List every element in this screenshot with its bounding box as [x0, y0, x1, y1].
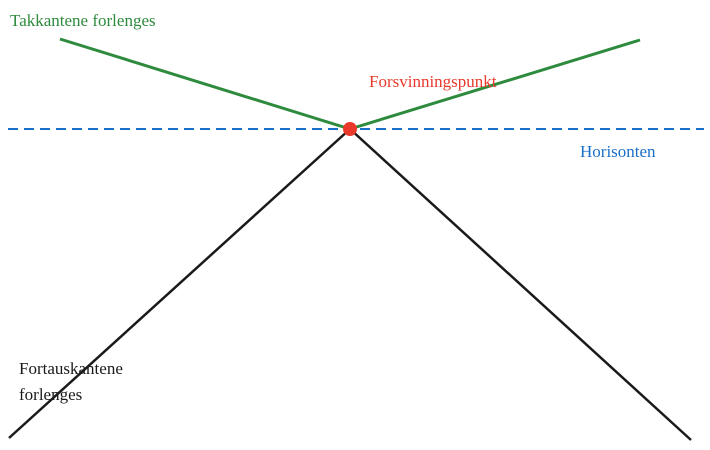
roof-edge-right — [349, 38, 641, 131]
horizon-label: Horisonten — [580, 142, 656, 161]
vanishing-point-dot — [343, 122, 357, 136]
roof-edges-label: Takkantene forlenges — [10, 11, 156, 30]
kerb-edges-label: Fortauskantene forlenges — [19, 356, 159, 408]
kerb-edges-label-line1: Fortauskantene — [19, 359, 123, 378]
kerb-edge-right — [349, 128, 692, 441]
kerb-edge-left — [8, 128, 351, 439]
vanishing-point-label: Forsvinningspunkt — [369, 72, 497, 91]
roof-edge-left — [59, 37, 351, 131]
kerb-edges-label-line2: forlenges — [19, 385, 83, 404]
